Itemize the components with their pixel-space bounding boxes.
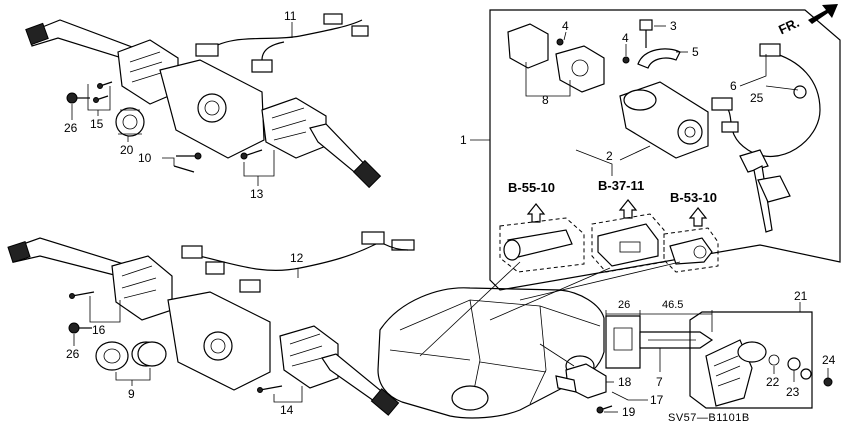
callout-18: 18 — [618, 375, 632, 389]
callout-8: 8 — [542, 93, 549, 107]
callout-19: 19 — [622, 405, 636, 419]
combination-switch-lower — [7, 231, 415, 416]
callout-20: 20 — [120, 143, 134, 157]
screw-13 — [240, 149, 263, 160]
ref-box-b55 — [499, 217, 585, 273]
screw-3-4 — [556, 19, 653, 64]
callout-labels: 11 26 15 20 10 13 12 16 26 9 14 1 2 3 4 … — [64, 9, 836, 419]
callout-4-left: 4 — [562, 19, 569, 33]
front-direction-label: FR. — [776, 15, 801, 37]
ref-code-b55: B-55-10 — [508, 180, 555, 195]
screw-16 — [69, 291, 95, 299]
callout-16: 16 — [92, 323, 106, 337]
callout-1: 1 — [460, 133, 467, 147]
front-direction-arrow: FR. — [776, 4, 838, 37]
callout-3: 3 — [670, 19, 677, 33]
callout-23: 23 — [786, 385, 800, 399]
diagram-code: SV57—B1101B — [668, 412, 750, 424]
callout-2: 2 — [606, 149, 613, 163]
callout-21: 21 — [794, 289, 808, 303]
ignition-group-frame — [489, 9, 841, 291]
callout-22: 22 — [766, 375, 780, 389]
callout-14: 14 — [280, 403, 294, 417]
callout-26-lower: 26 — [66, 347, 80, 361]
leader-lines — [71, 22, 829, 413]
ref-code-b37: B-37-11 — [598, 178, 644, 193]
key-blank-7 — [605, 310, 714, 369]
callout-7: 7 — [656, 375, 663, 389]
ref-code-b53: B-53-10 — [670, 190, 717, 205]
screw-10 — [173, 152, 202, 173]
screw-15-upper — [93, 81, 113, 103]
screw-26-lower — [68, 322, 92, 334]
ignition-key — [739, 149, 791, 233]
callout-9: 9 — [128, 387, 135, 401]
dimension-26: 26 — [618, 299, 630, 311]
screw-14 — [257, 385, 283, 393]
callout-6: 6 — [730, 79, 737, 93]
callout-15: 15 — [90, 117, 104, 131]
callout-24: 24 — [822, 353, 836, 367]
cancel-sleeve-part — [115, 107, 145, 137]
callout-26-upper: 26 — [64, 121, 78, 135]
clamp-5 — [637, 48, 681, 69]
callout-17: 17 — [650, 393, 664, 407]
lock-cylinder-assembly — [619, 81, 709, 159]
key-kit-21 — [689, 311, 833, 409]
callout-10: 10 — [138, 151, 152, 165]
callout-5: 5 — [692, 45, 699, 59]
cable-reel-rings — [95, 341, 167, 371]
door-lock-cylinder-18 — [555, 363, 613, 414]
combination-switch-upper — [25, 13, 382, 189]
callout-4-right: 4 — [622, 31, 629, 45]
dimension-46-5: 46.5 — [662, 299, 683, 311]
ref-box-b37 — [591, 213, 665, 273]
immobilizer-harness-6 — [711, 43, 821, 157]
ignition-switch-8 — [507, 23, 605, 93]
car-outline — [377, 261, 681, 419]
screw-26-upper — [66, 92, 90, 104]
ref-box-b53 — [663, 227, 719, 273]
callout-13: 13 — [250, 187, 264, 201]
callout-25: 25 — [750, 91, 764, 105]
callout-11: 11 — [284, 9, 297, 23]
callout-12: 12 — [290, 251, 304, 265]
